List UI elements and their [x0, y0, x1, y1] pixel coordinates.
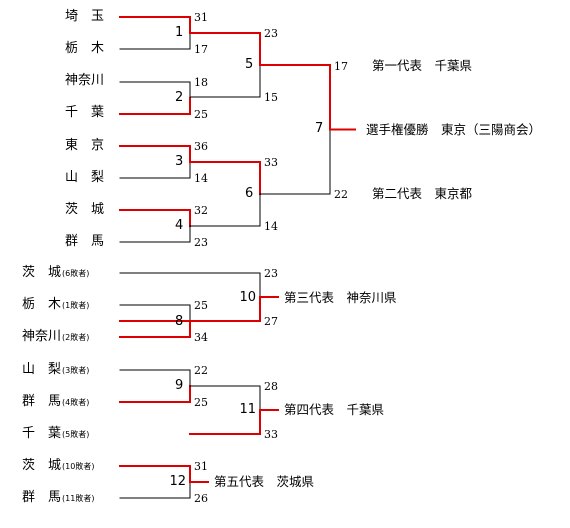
team-tochigi-1: 栃 木(1敗者): [22, 297, 90, 312]
score-m11-top: 28: [264, 380, 278, 393]
score-m2-bottom: 25: [194, 108, 208, 121]
result-champion: 選手権優勝 東京（三陽商会）: [366, 122, 542, 137]
score-m12-bottom: 26: [194, 492, 208, 505]
score-m7-top: 17: [334, 60, 348, 73]
result-third-rep: 第三代表 神奈川県: [284, 290, 397, 305]
result-fourth-rep: 第四代表 千葉県: [284, 402, 385, 417]
score-m3-bottom: 14: [194, 172, 208, 185]
score-m7-bottom: 22: [334, 188, 348, 201]
team-tochigi: 栃 木: [65, 41, 105, 56]
match-number-12: 12: [169, 474, 186, 489]
team-chiba: 千 葉: [65, 105, 105, 120]
score-m11-bottom: 33: [264, 428, 278, 441]
team-tokyo: 東 京: [65, 138, 105, 153]
match-number-5: 5: [245, 57, 254, 72]
team-gunma-4: 群 馬(4敗者): [22, 394, 90, 409]
score-m3-top: 36: [194, 140, 208, 153]
score-m4-top: 32: [194, 204, 208, 217]
result-second-rep: 第二代表 東京都: [372, 186, 473, 201]
score-m10-bottom: 27: [264, 315, 278, 328]
score-m8-top: 25: [194, 299, 208, 312]
team-yamanashi: 山 梨: [65, 170, 105, 185]
score-m12-top: 31: [194, 460, 208, 473]
score-m4-bottom: 23: [194, 236, 208, 249]
team-ibaraki-6: 茨 城(6敗者): [22, 265, 90, 280]
score-m10-top: 23: [264, 267, 278, 280]
score-m6-bottom: 14: [264, 220, 278, 233]
match-number-8: 8: [175, 314, 184, 329]
team-saitama: 埼 玉: [65, 9, 105, 24]
result-fifth-rep: 第五代表 茨城県: [214, 474, 315, 489]
score-m9-bottom: 25: [194, 396, 208, 409]
team-ibaraki: 茨 城: [65, 202, 105, 217]
team-gunma: 群 馬: [65, 234, 105, 249]
result-first-rep: 第一代表 千葉県: [372, 58, 473, 73]
team-kanagawa-2: 神奈川(2敗者): [22, 329, 90, 344]
team-kanagawa: 神奈川: [65, 73, 105, 88]
match-number-2: 2: [175, 90, 184, 105]
score-m5-bottom: 15: [264, 91, 278, 104]
score-m2-top: 18: [194, 76, 208, 89]
team-chiba-5: 千 葉(5敗者): [22, 426, 90, 441]
team-ibaraki-10: 茨 城(10敗者): [22, 458, 95, 473]
score-m5-top: 23: [264, 27, 278, 40]
team-gunma-11: 群 馬(11敗者): [22, 490, 95, 505]
match-number-3: 3: [175, 154, 184, 169]
match-number-10: 10: [239, 290, 256, 305]
score-m1-bottom: 17: [194, 43, 208, 56]
match-number-11: 11: [239, 402, 256, 417]
match-number-4: 4: [175, 218, 184, 233]
score-m9-top: 22: [194, 364, 208, 377]
team-yamanashi-3: 山 梨(3敗者): [22, 362, 90, 377]
score-m8-bottom: 34: [194, 331, 208, 344]
score-m1-top: 31: [194, 11, 208, 24]
match-number-1: 1: [175, 25, 184, 40]
score-m6-top: 33: [264, 156, 278, 169]
match-number-9: 9: [175, 378, 184, 393]
match-number-7: 7: [315, 121, 324, 136]
match-number-6: 6: [245, 186, 254, 201]
